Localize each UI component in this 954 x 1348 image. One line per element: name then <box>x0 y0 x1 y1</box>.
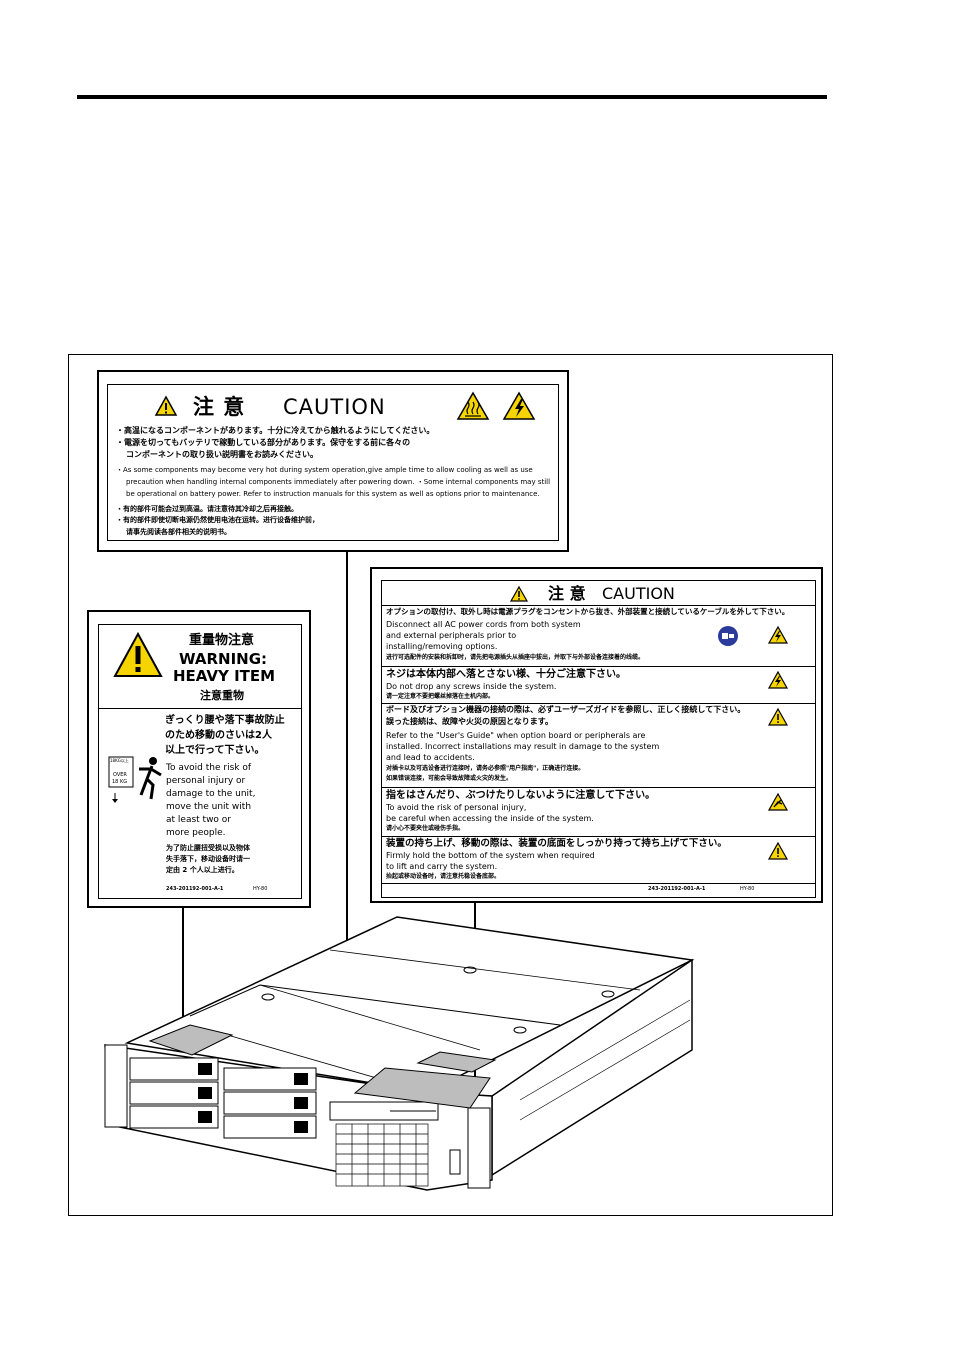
top-caution-header-jp: 注 意 <box>193 395 246 419</box>
heavy-item-en-6: more people. <box>166 828 226 838</box>
heavy-item-part-number: 243-201192-001-A-1 <box>166 886 224 892</box>
top-caution-jp-line3: コンポーネントの取り扱い説明書をお読みください。 <box>126 450 318 459</box>
heavy-item-title-en-2: HEAVY ITEM <box>173 667 276 685</box>
right-s4-jp: 指をはさんだり、ぶつけたりしないように注意して下さい。 <box>386 790 656 801</box>
heavy-item-warning-label: 重量物注意 WARNING: HEAVY ITEM 注意重物 ぎっくり腰や落下事… <box>87 610 311 908</box>
right-s3-cn1: 对插卡以及可选设备进行连接时，请务必参照"用户指南"，正确进行连接。 <box>386 765 585 772</box>
right-caution-header-jp: 注 意 <box>548 584 586 603</box>
top-caution-en-line2: precaution when handling internal compon… <box>126 478 551 486</box>
unplug-power-icon <box>718 626 738 646</box>
leader-line-top-label-vertical <box>346 551 348 983</box>
hot-surface-warning-icon <box>456 391 490 420</box>
right-s4-en1: To avoid the risk of personal injury, <box>386 803 527 812</box>
right-s5-jp: 装置の持ち上げ、移動の際は、装置の底面をしっかり持って持ち上げて下さい。 <box>386 838 727 849</box>
top-caution-cn-line2: ・有的部件即使切断电源仍然使用电池在运转。进行设备维护前， <box>116 516 319 524</box>
heavy-item-pictogram-text-2: OVER <box>113 772 127 778</box>
top-caution-cn-line1: ・有的部件可能会过到高温。请注意待其冷却之后再接触。 <box>116 505 298 513</box>
leader-line-left-label <box>182 908 184 1038</box>
heavy-item-pictogram-text-1: 18KG以上 <box>110 758 129 763</box>
right-s4-en2: be careful when accessing the inside of … <box>386 814 594 823</box>
heavy-item-cn-2: 失手落下，移动设备时请一 <box>166 855 250 863</box>
right-s2-divider <box>382 703 815 704</box>
top-caution-en-line1: ・As some components may become very hot … <box>116 466 533 474</box>
right-s2-cn: 请一定注意不要把螺丝掉落在主机内部。 <box>386 693 495 700</box>
right-s3-en2: installed. Incorrect installations may r… <box>386 742 660 751</box>
right-s5-en1: Firmly hold the bottom of the system whe… <box>386 851 595 860</box>
right-s2-en: Do not drop any screws inside the system… <box>386 682 557 691</box>
heavy-item-cn-1: 为了防止腰扭受损以及物体 <box>166 844 250 852</box>
heavy-item-divider <box>99 708 301 709</box>
heavy-item-en-4: move the unit with <box>166 802 252 812</box>
heavy-item-title-jp: 重量物注意 <box>189 633 255 648</box>
electric-shock-warning-icon <box>767 625 789 644</box>
right-s1-cn: 进行可选配件的安装和拆卸时，请先把电源插头从插座中拔出，并取下与外部设备连接着的… <box>386 654 645 661</box>
finger-pinch-warning-icon <box>767 792 789 811</box>
right-s5-cn: 抬起或移动设备时，请注意托稳设备底部。 <box>386 873 501 880</box>
heavy-item-en-2: personal injury or <box>166 776 246 786</box>
heavy-item-inner-border <box>98 624 302 899</box>
heavy-item-en-3: damage to the unit, <box>166 789 256 799</box>
electric-shock-warning-icon <box>502 391 536 420</box>
right-s3-en3: and lead to accidents. <box>386 753 475 762</box>
right-s3-jp2: 誤った接続は、故障や火災の原因となります。 <box>386 717 553 726</box>
heavy-item-pictogram-text-3: 18 KG <box>112 779 128 785</box>
caution-triangle-icon <box>509 585 529 602</box>
top-caution-inner-border <box>107 384 559 541</box>
right-s4-cn: 请小心不要夹住或碰伤手指。 <box>386 825 465 832</box>
two-person-lift-pictogram-icon <box>108 756 162 803</box>
right-s2-jp: ネジは本体内部へ落とさない様、十分ご注意下さい。 <box>386 669 626 680</box>
right-caution-part-code: HY-80 <box>740 886 755 892</box>
right-s1-en1: Disconnect all AC power cords from both … <box>386 620 581 629</box>
caution-triangle-icon <box>767 707 789 726</box>
top-caution-label: 注 意 CAUTION ・高温になるコンポーネントがあります。十分に冷えてから触… <box>97 370 569 552</box>
right-caution-part-number: 243-201192-001-A-1 <box>648 886 706 892</box>
figure-frame <box>68 354 833 1216</box>
top-caution-jp-line2: ・電源を切ってもバッテリで稼動している部分があります。保守をする前に各々の <box>116 438 411 447</box>
caution-triangle-icon <box>154 395 178 416</box>
heavy-item-en-5: at least two or <box>166 815 231 825</box>
right-s4-divider <box>382 836 815 837</box>
right-s3-cn2: 如果错误连接，可能会导致故障或火灾的发生。 <box>386 775 513 782</box>
top-caution-jp-line1: ・高温になるコンポーネントがあります。十分に冷えてから触れるようにしてください。 <box>116 426 435 435</box>
heavy-item-en-1: To avoid the risk of <box>166 763 252 773</box>
right-s3-divider <box>382 787 815 788</box>
right-s3-en1: Refer to the "User's Guide" when option … <box>386 731 646 740</box>
heavy-item-jp-3: 以上で行って下さい。 <box>165 745 265 756</box>
heavy-item-cn-3: 定由 2 个人以上进行。 <box>166 866 239 874</box>
right-s1-en2: and external peripherals prior to <box>386 631 517 640</box>
electric-shock-warning-icon <box>767 670 789 689</box>
top-caution-header-en: CAUTION <box>283 395 386 419</box>
right-caution-header-divider <box>382 605 815 606</box>
top-caution-en-line3: be operational on battery power. Refer t… <box>126 490 540 498</box>
caution-triangle-icon <box>767 841 789 860</box>
heavy-item-title-cn: 注意重物 <box>200 689 244 702</box>
right-s1-jp: オプションの取付け、取外し時は電源プラグをコンセントから抜き、外部装置と接続して… <box>386 607 790 616</box>
right-s1-en3: installing/removing options. <box>386 642 498 651</box>
heavy-item-title-en-1: WARNING: <box>179 650 268 668</box>
right-s1-divider <box>382 666 815 667</box>
right-s3-jp1: ボード及びオプション機器の接続の際は、必ずユーザーズガイドを参照し、正しく接続し… <box>386 705 746 714</box>
right-s5-en2: to lift and carry the system. <box>386 862 498 871</box>
right-caution-label: 注 意 CAUTION オプションの取付け、取外し時は電源プラグをコンセントから… <box>370 567 823 903</box>
right-caution-header-en: CAUTION <box>602 584 675 603</box>
top-caution-cn-line3: 请事先阅读各部件相关的说明书。 <box>126 528 231 536</box>
heavy-item-jp-2: のため移動のさいは2人 <box>165 730 272 741</box>
top-horizontal-rule <box>77 95 827 99</box>
heavy-item-part-code: HY-80 <box>253 886 268 892</box>
right-caution-inner-border <box>381 580 816 898</box>
right-s5-divider <box>382 883 815 884</box>
heavy-item-jp-1: ぎっくり腰や落下事故防止 <box>165 715 285 726</box>
warning-exclamation-icon <box>113 631 163 677</box>
